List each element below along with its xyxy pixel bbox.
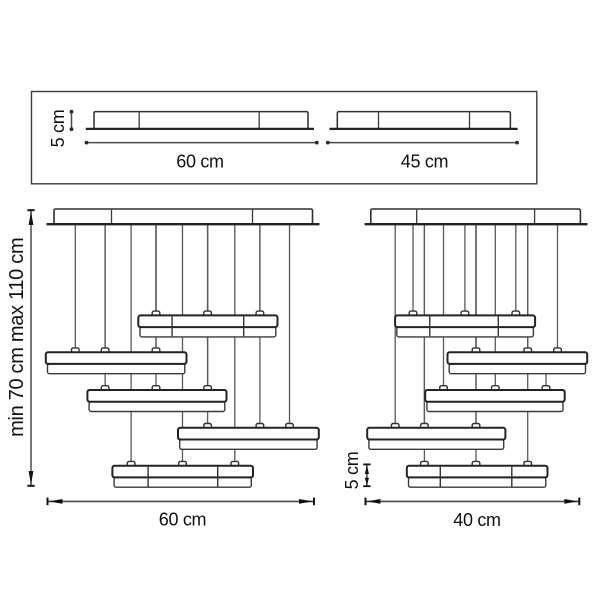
svg-text:5 cm: 5 cm <box>342 452 362 490</box>
svg-text:60 cm: 60 cm <box>176 152 224 172</box>
svg-text:min 70 cm max 110 cm: min 70 cm max 110 cm <box>6 238 28 437</box>
svg-text:45 cm: 45 cm <box>401 152 449 172</box>
svg-text:5 cm: 5 cm <box>48 110 68 148</box>
svg-text:60 cm: 60 cm <box>159 509 207 529</box>
svg-text:40 cm: 40 cm <box>453 510 501 530</box>
